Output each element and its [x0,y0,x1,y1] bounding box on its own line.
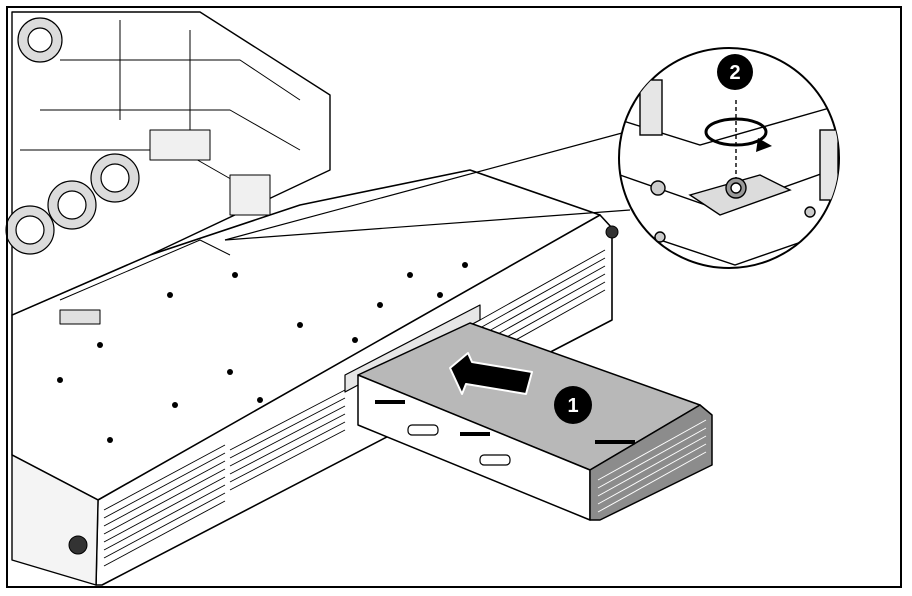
callout-1: 1 [554,386,592,424]
callout-2-label: 2 [729,62,740,84]
drive-connector-2 [479,454,511,466]
callout-1-label: 1 [567,395,578,417]
rotate-clockwise-icon [704,117,772,152]
rear-thumbscrew [605,225,619,239]
drive-connector-1 [407,424,439,436]
callout-2: 2 [717,54,753,90]
callout-2-badge [717,54,753,90]
arrow-icon [449,352,533,395]
front-vent-grille-left [103,444,226,567]
front-vent-grille-middle [229,389,346,491]
fan-compartment [11,11,331,316]
callout-1-badge [554,386,592,424]
magnifier-circle [618,47,840,269]
internal-rails [20,20,301,325]
magnifier-leader-lines [224,132,631,241]
drive-bezel-vents [597,419,707,513]
fan-assembly [5,17,140,255]
magnified-detail [618,47,840,269]
drive-assembly [357,322,713,521]
front-thumbscrew [68,535,88,555]
server-chassis [5,11,619,586]
cover-screws [57,262,468,443]
drive-pin-row [375,400,635,444]
